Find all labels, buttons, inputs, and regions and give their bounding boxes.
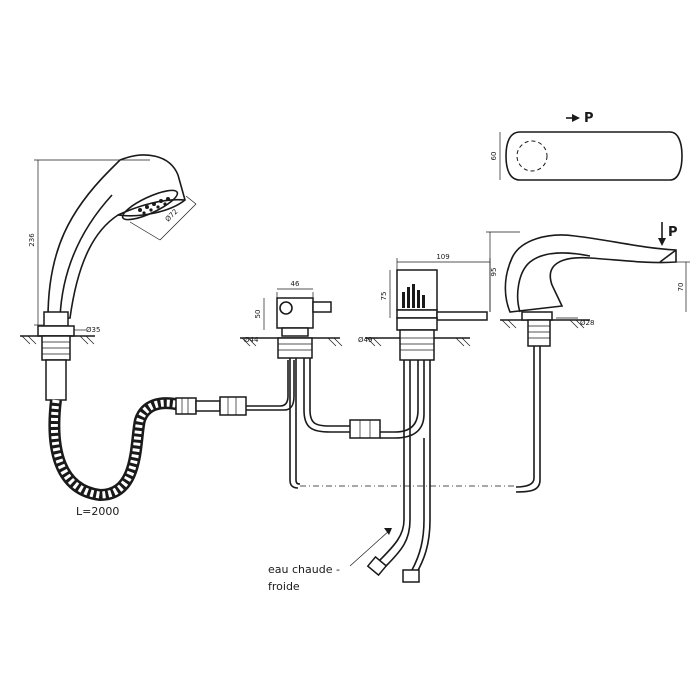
hose-length-label: L=2000: [76, 505, 119, 518]
hand-shower: 236 Ø72 Ø35: [20, 154, 197, 401]
diverter-height-label: 50: [254, 310, 262, 319]
mixer-height-label: 75: [380, 292, 388, 301]
shower-base-diam-label: Ø35: [86, 326, 100, 334]
diverter-base-diam-label: Ø44: [244, 336, 259, 344]
spout-pressure-label: P: [668, 225, 678, 240]
shower-length-label: 236: [28, 233, 36, 247]
flexible-hose: L=2000: [48, 360, 295, 518]
mixer-valve: 109 75 Ø49: [358, 253, 491, 583]
spout-base-diam-label: Ø28: [580, 319, 594, 327]
mixer-width-label: 109: [436, 253, 449, 261]
spout-top-view: 60 P: [490, 111, 683, 181]
spout: 95 70 P Ø28: [486, 222, 690, 493]
diverter: 46 50 Ø44: [240, 280, 381, 489]
diverter-width-label: 46: [291, 280, 300, 288]
mixer-base-diam-label: Ø49: [358, 336, 372, 344]
spout-outlet-height-label: 70: [677, 283, 685, 292]
spout-total-height-label: 95: [490, 268, 498, 277]
topview-width-label: 60: [490, 152, 498, 161]
water-supply-callout: eau chaude - froide: [268, 528, 392, 593]
water-label-line2: froide: [268, 580, 300, 593]
topview-pressure-label: P: [584, 111, 594, 126]
water-label-line1: eau chaude -: [268, 563, 340, 576]
